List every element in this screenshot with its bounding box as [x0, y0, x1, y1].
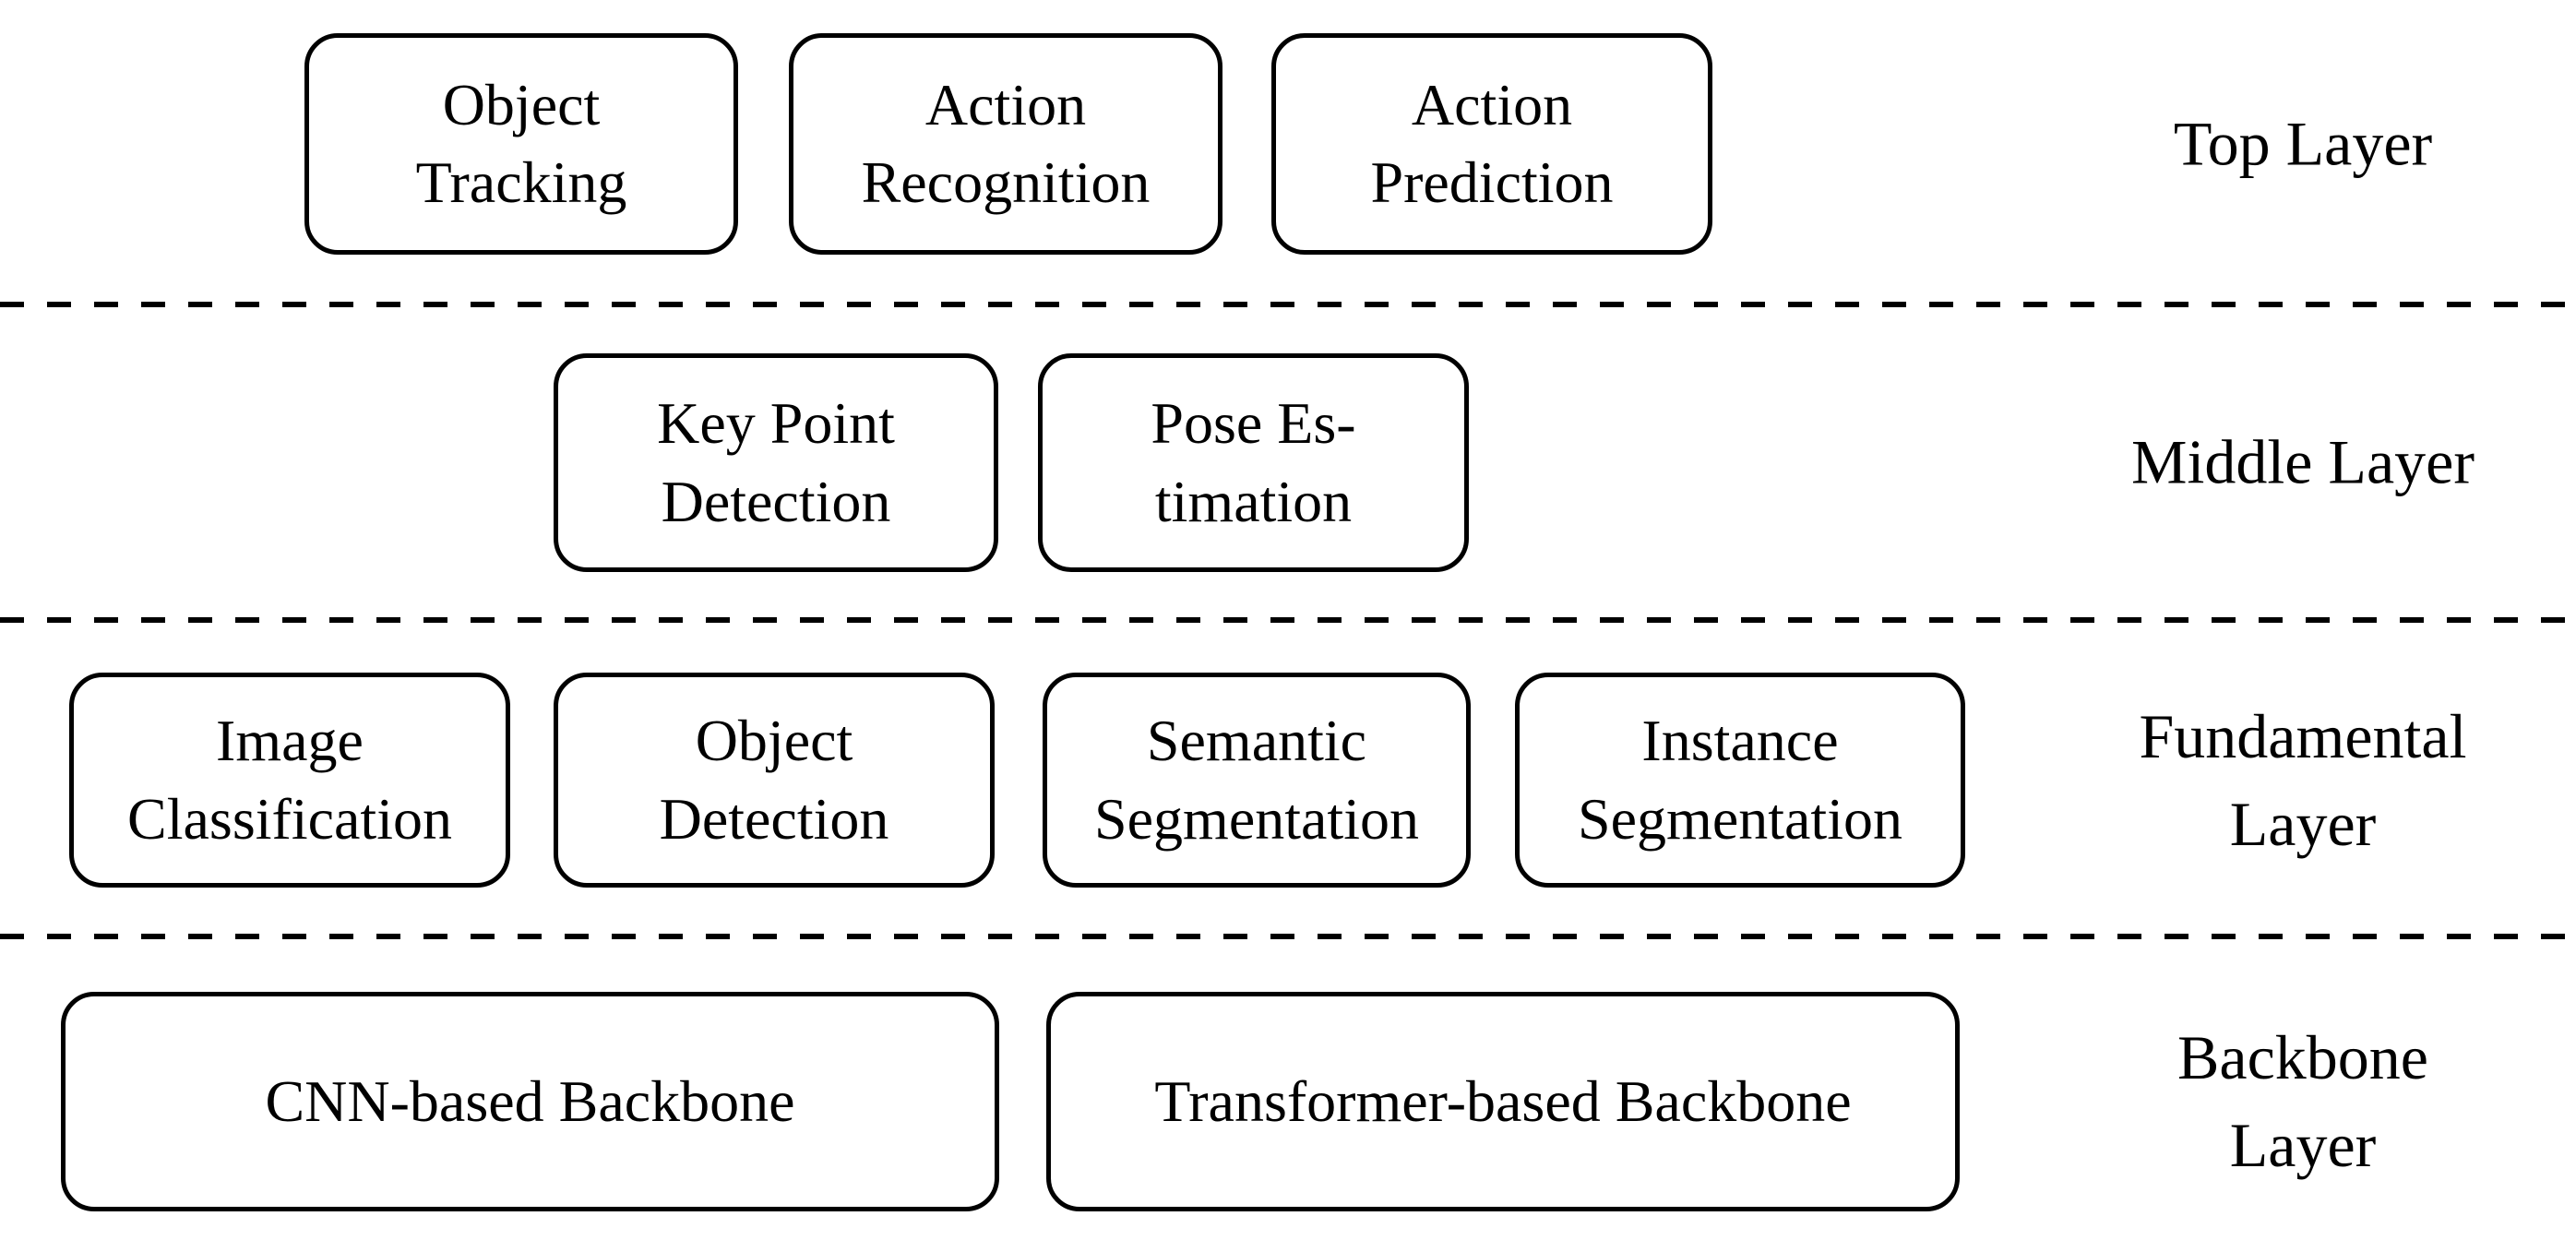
box-object-tracking: Object Tracking	[304, 33, 738, 255]
box-object-detection: Object Detection	[554, 673, 995, 888]
label-fundamental-layer: Fundamental Layer	[2139, 700, 2467, 859]
separator-middle-fundamental	[0, 617, 2576, 623]
separator-top-middle	[0, 302, 2576, 307]
box-action-recognition: Action Recognition	[789, 33, 1222, 255]
box-semantic-segmentation: Semantic Segmentation	[1043, 673, 1471, 888]
box-cnn-based-backbone: CNN-based Backbone	[61, 992, 999, 1211]
box-image-classification: Image Classification	[69, 673, 510, 888]
box-pose-estimation: Pose Es- timation	[1038, 353, 1469, 572]
box-action-prediction: Action Prediction	[1271, 33, 1712, 255]
box-instance-segmentation: Instance Segmentation	[1515, 673, 1965, 888]
box-key-point-detection: Key Point Detection	[554, 353, 998, 572]
separator-fundamental-backbone	[0, 934, 2576, 939]
box-transformer-based-backbone: Transformer-based Backbone	[1046, 992, 1960, 1211]
label-backbone-layer: Backbone Layer	[2177, 1021, 2428, 1180]
label-middle-layer: Middle Layer	[2131, 426, 2475, 497]
label-top-layer: Top Layer	[2173, 108, 2433, 179]
